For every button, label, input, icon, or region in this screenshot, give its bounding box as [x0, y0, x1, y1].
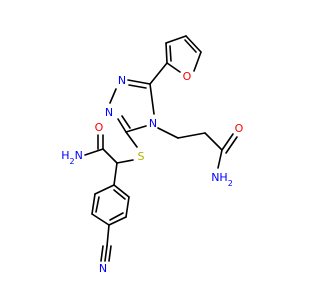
bond-furan-triazole: [149, 62, 168, 85]
atom-s-thioether: S: [138, 150, 145, 163]
bond-furan-c3-c4: [165, 35, 187, 44]
bond-triazole-n1-n2: [109, 88, 117, 104]
bond-carbonyl-o-right-2: [225, 136, 238, 154]
molecule-structure: O N N N S O H2N O NH2 N: [61, 35, 244, 275]
bond-nitrile-triple-b: [100, 245, 104, 262]
bond-benz-6-1-inner: [113, 189, 126, 200]
bond-nitrile-triple-a: [104, 245, 108, 262]
bond-furan-c2-c3: [185, 35, 202, 53]
atom-o-amide-right: O: [235, 122, 244, 135]
bond-c3-s: [125, 131, 138, 148]
bond-carbonyl-o-right: [221, 133, 234, 151]
bond-ch-benzene: [113, 162, 118, 186]
bond-furan-c2-c3-inner: [184, 39, 197, 53]
atom-nh2-amide-right: NH2: [211, 171, 233, 188]
bond-ch2-ch2: [177, 132, 206, 139]
atom-n-nitrile: N: [99, 262, 107, 275]
bond-benz-4-5: [108, 216, 127, 226]
bond-layer: [84, 35, 238, 262]
atom-n-triazole-2: N: [105, 106, 113, 119]
bond-furan-c5-o: [166, 62, 181, 73]
bond-triazole-c3-n4: [125, 125, 147, 133]
bond-triazole-c5-n1-inner: [128, 84, 147, 89]
bond-n4-ch2: [157, 127, 179, 139]
bond-triazole-c5-n1: [127, 79, 151, 85]
atom-o-furan: O: [183, 70, 192, 83]
bond-carbonyl-n-right: [217, 149, 223, 169]
atom-n-triazole-1: N: [118, 74, 126, 87]
bond-benz-6-1: [113, 184, 130, 198]
bond-s-ch: [116, 159, 134, 164]
bond-triazole-n2-c3-inner: [121, 115, 131, 129]
bond-benz-4-5-inner: [109, 212, 124, 221]
bond-benz-nitrile-c: [106, 224, 110, 247]
bond-furan-c4-c5-inner: [169, 45, 172, 62]
bond-nitrile-triple-c: [108, 245, 112, 262]
bond-benz-1-2: [94, 184, 115, 195]
atom-nh2-amide-left: H2N: [61, 149, 83, 166]
bond-benz-2-3: [91, 193, 96, 215]
atom-o-amide-left: O: [95, 121, 104, 134]
bond-benz-3-4: [91, 213, 110, 226]
bond-ch-carbonyl-left: [102, 148, 118, 164]
bond-benz-5-6: [125, 196, 130, 218]
bond-ch2-carbonyl: [204, 132, 223, 151]
bond-carbonyl-n-left: [84, 148, 104, 156]
bond-triazole-n2-c3: [117, 118, 127, 133]
bond-furan-c4-c5: [165, 42, 168, 64]
bond-furan-o-c2: [193, 51, 202, 72]
atom-label-layer: O N N N S O H2N O NH2 N: [61, 70, 243, 275]
atom-n-triazole-4: N: [149, 117, 157, 130]
bond-benz-2-3-inner: [95, 196, 100, 213]
bond-triazole-n4-c5: [149, 83, 155, 115]
